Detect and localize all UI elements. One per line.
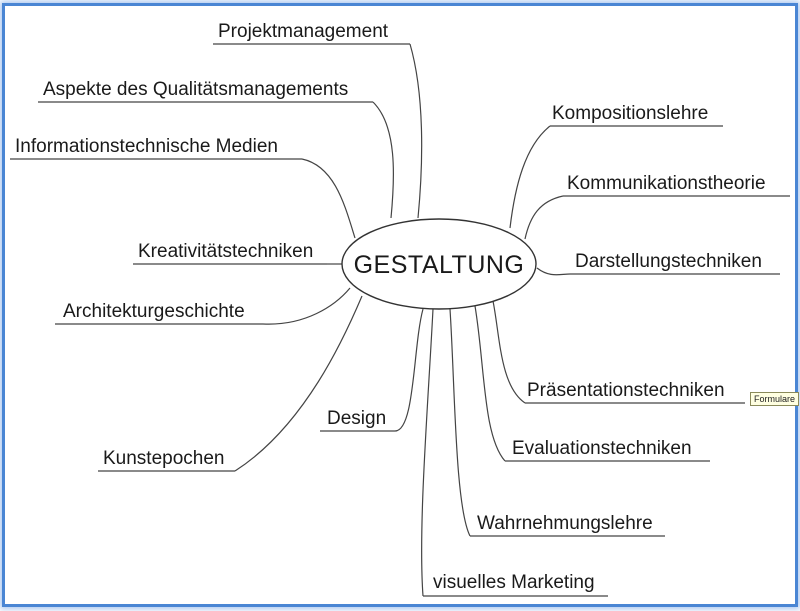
connector-komposition bbox=[509, 125, 551, 229]
connector-kommunikation bbox=[524, 195, 564, 240]
connector-projektmanagement bbox=[409, 43, 423, 219]
label-kunstepochen: Kunstepochen bbox=[103, 448, 225, 469]
label-wahrnehmung: Wahrnehmungslehre bbox=[477, 513, 653, 534]
connector-evaluation bbox=[474, 305, 506, 462]
label-praesentation: Präsentationstechniken bbox=[527, 380, 725, 401]
branch-connectors bbox=[234, 43, 571, 597]
label-qualitaetsmanagement: Aspekte des Qualitätsmanagements bbox=[43, 79, 348, 100]
mind-map: GESTALTUNG Projektmanagement Aspekte des… bbox=[10, 21, 790, 597]
central-ellipse bbox=[341, 218, 537, 310]
connector-qualitaetsmanagement bbox=[372, 101, 395, 219]
branch-labels: Projektmanagement Aspekte des Qualitätsm… bbox=[15, 21, 766, 593]
connector-architektur bbox=[262, 287, 351, 325]
label-komposition: Kompositionslehre bbox=[552, 103, 708, 124]
label-projektmanagement: Projektmanagement bbox=[218, 21, 389, 42]
label-medien: Informationstechnische Medien bbox=[15, 136, 278, 157]
connector-marketing bbox=[421, 308, 434, 597]
label-darstellung: Darstellungstechniken bbox=[575, 251, 762, 272]
label-evaluation: Evaluationstechniken bbox=[512, 438, 692, 459]
diagram-frame: GESTALTUNG Projektmanagement Aspekte des… bbox=[2, 3, 798, 607]
label-marketing: visuelles Marketing bbox=[433, 572, 595, 593]
label-kreativitaet: Kreativitätstechniken bbox=[138, 241, 313, 262]
label-architektur: Architekturgeschichte bbox=[63, 301, 245, 322]
connector-wahrnehmung bbox=[449, 308, 471, 537]
label-underlines bbox=[10, 43, 790, 597]
label-design: Design bbox=[327, 408, 386, 429]
connector-medien bbox=[301, 158, 356, 239]
connector-kunstepochen bbox=[234, 295, 363, 472]
label-kommunikation: Kommunikationstheorie bbox=[567, 173, 766, 194]
central-node-label: GESTALTUNG bbox=[354, 251, 525, 279]
connector-darstellung bbox=[536, 267, 571, 276]
connector-praesentation bbox=[492, 300, 526, 404]
tooltip: Formulare bbox=[750, 392, 800, 406]
central-node: GESTALTUNG bbox=[341, 218, 537, 310]
connector-design bbox=[394, 308, 424, 432]
